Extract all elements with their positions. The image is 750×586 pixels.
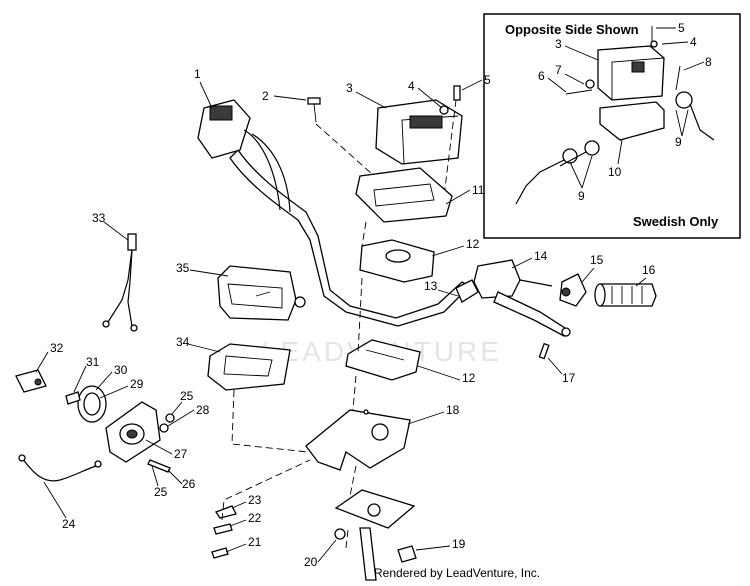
- callout-4: 4: [408, 79, 415, 93]
- callout-32: 32: [50, 341, 64, 355]
- callout-31: 31: [86, 355, 100, 369]
- callout-6-inset: 6: [538, 69, 545, 83]
- inset-cover: [597, 45, 665, 101]
- inset-caption: Swedish Only: [633, 214, 719, 229]
- clip-21: [211, 547, 229, 559]
- callout-13: 13: [424, 279, 438, 293]
- instrument-meter: [217, 265, 306, 321]
- callout-18: 18: [446, 403, 460, 417]
- screw: [453, 85, 461, 101]
- callout-19: 19: [452, 537, 466, 551]
- callout-25-upper: 25: [180, 389, 194, 403]
- callout-24: 24: [62, 517, 76, 531]
- nut-28: [159, 423, 169, 433]
- callout-5: 5: [484, 73, 491, 87]
- handlebar-cover: [375, 99, 463, 165]
- callout-10-inset: 10: [608, 165, 622, 179]
- speedometer-cable: [18, 454, 97, 482]
- inset-key-switch: [675, 91, 693, 109]
- callout-2: 2: [262, 89, 269, 103]
- inset-socket-b: [584, 140, 600, 156]
- callout-30: 30: [114, 363, 128, 377]
- inset-decal: [631, 61, 645, 73]
- switch-housing: [559, 273, 587, 307]
- callout-25-lower: 25: [154, 485, 168, 499]
- callout-28: 28: [196, 403, 210, 417]
- clip-22: [213, 523, 233, 535]
- lever-screw: [538, 342, 550, 360]
- callout-35: 35: [176, 261, 190, 275]
- inset-title: Opposite Side Shown: [505, 22, 639, 37]
- callout-29: 29: [130, 377, 144, 391]
- callout-12-lower: 12: [462, 371, 476, 385]
- callout-1: 1: [194, 67, 201, 81]
- callout-22: 22: [248, 511, 262, 525]
- clip-23: [215, 505, 237, 519]
- callout-14: 14: [534, 249, 548, 263]
- callout-12-upper: 12: [466, 237, 480, 251]
- screw-31: [65, 391, 81, 405]
- callout-34: 34: [176, 335, 190, 349]
- bolt: [307, 97, 321, 123]
- wire-harness: [102, 233, 138, 332]
- clamp-lower: [345, 339, 421, 381]
- callout-15: 15: [590, 253, 604, 267]
- footer-credit: Rendered by LeadVenture, Inc.: [374, 566, 541, 580]
- speedometer-housing: [105, 401, 161, 463]
- callout-26: 26: [182, 477, 196, 491]
- steering-post-plate: [334, 489, 416, 581]
- nut-25-lower: [94, 460, 102, 468]
- mounting-plate-lower: [305, 409, 411, 471]
- nut-25-upper: [165, 413, 175, 423]
- bolt-26: [147, 459, 171, 473]
- callout-9a-inset: 9: [675, 135, 682, 149]
- callout-20: 20: [304, 555, 318, 569]
- callout-23: 23: [248, 493, 262, 507]
- callout-21: 21: [248, 535, 262, 549]
- callout-16: 16: [642, 263, 656, 277]
- hand-grip: [594, 283, 657, 307]
- instrument-tray: [207, 343, 291, 391]
- inset-panel: Opposite Side Shown Swedish Only 3 4 5 6…: [483, 13, 741, 239]
- brake-lever: [473, 259, 571, 337]
- clamp-upper: [359, 239, 435, 283]
- callout-7-inset: 7: [555, 63, 562, 77]
- mounting-plate-upper: [355, 167, 453, 223]
- callout-17: 17: [562, 371, 576, 385]
- inset-bracket: [599, 101, 665, 141]
- callout-3-inset: 3: [555, 37, 562, 51]
- throttle-control: [197, 99, 291, 213]
- callout-11: 11: [472, 183, 485, 197]
- callout-33: 33: [92, 211, 106, 225]
- callout-5-inset: 5: [678, 21, 685, 35]
- callout-27: 27: [174, 447, 188, 461]
- callout-8-inset: 8: [705, 55, 712, 69]
- cable-clamp: [397, 545, 417, 563]
- lock-nut: [334, 528, 346, 540]
- grip-end-left: [455, 279, 479, 303]
- callout-3: 3: [346, 81, 353, 95]
- callout-4-inset: 4: [690, 35, 697, 49]
- bulb-socket: [15, 369, 47, 393]
- callout-9b-inset: 9: [578, 189, 585, 203]
